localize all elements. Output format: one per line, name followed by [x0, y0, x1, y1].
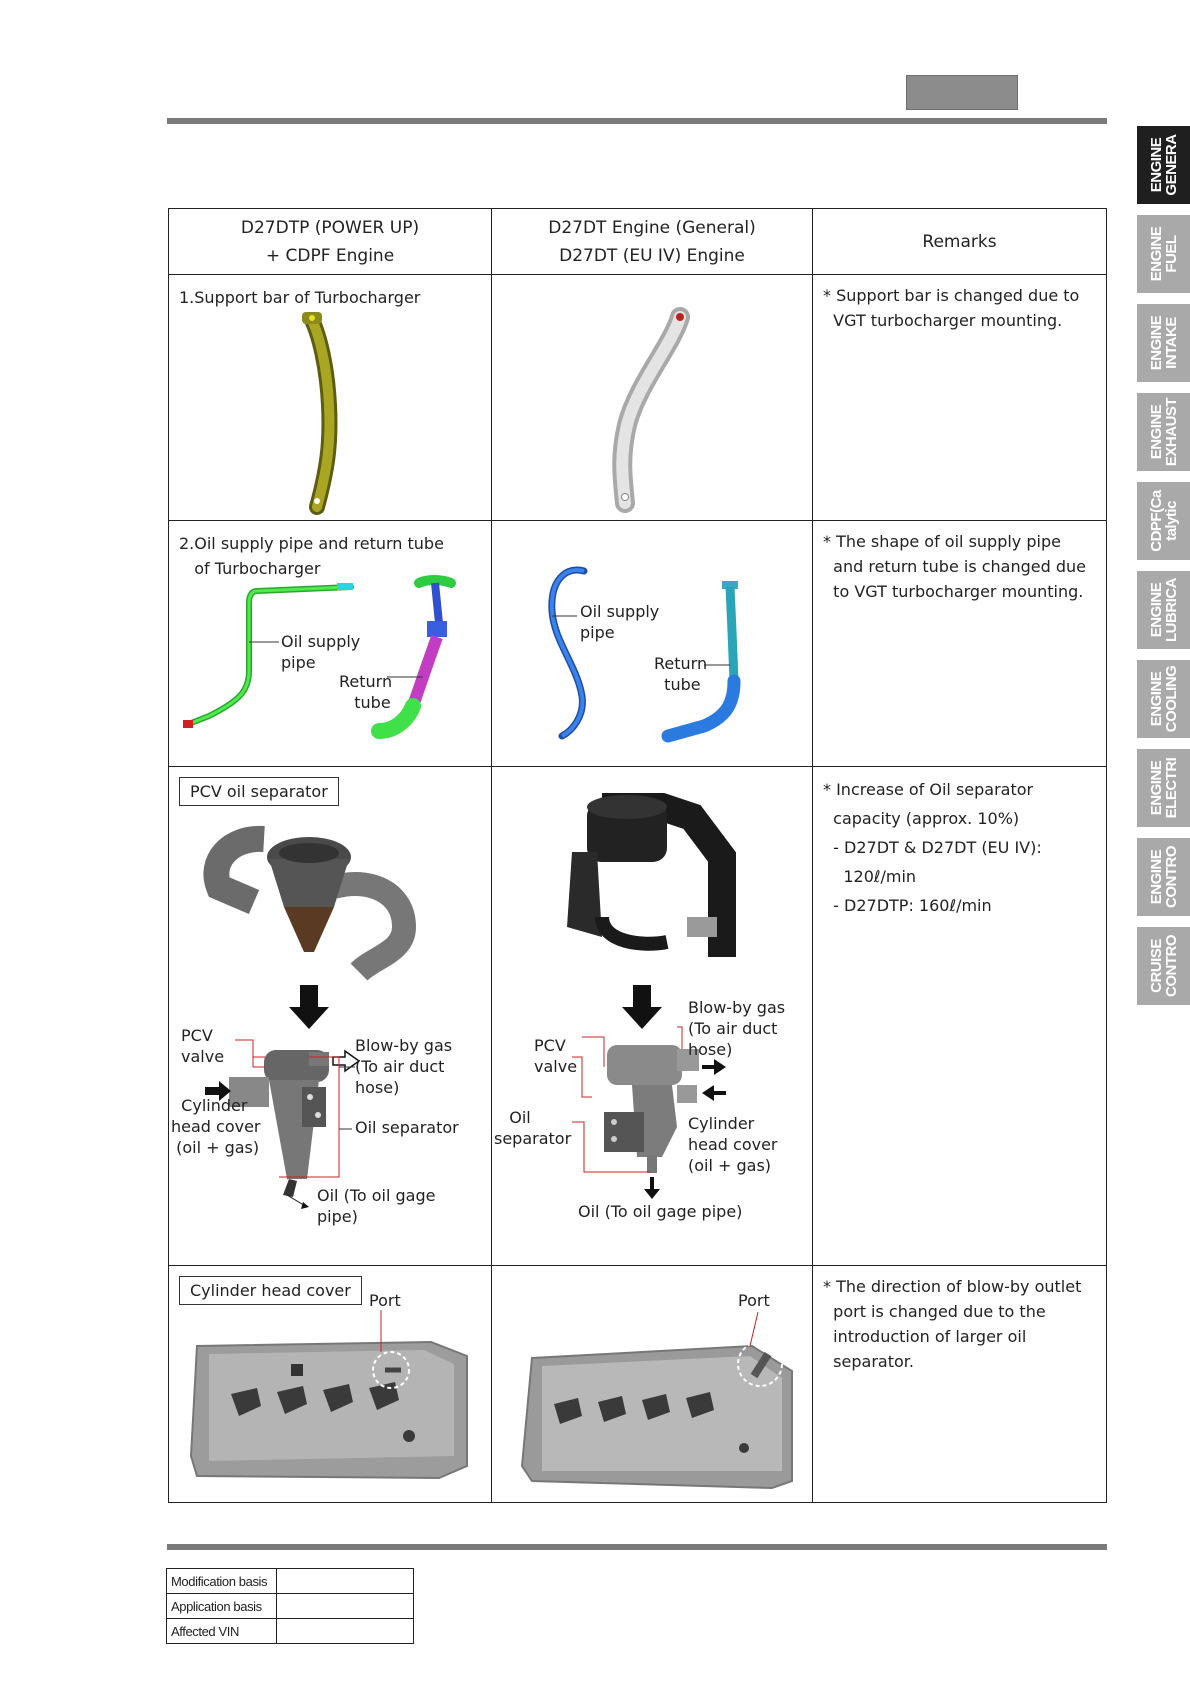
cylinder-head-label-old: Cylinder head cover (oil + gas) — [688, 1114, 778, 1175]
row1-remark: * Support bar is changed due to VGT turb… — [823, 286, 1080, 330]
side-tab-label: ENGINE LUBRICA — [1147, 578, 1180, 642]
row2-title: 2.Oil supply pipe and return tube of Tur… — [179, 534, 444, 578]
cylinder-head-cover-new-image — [189, 1310, 468, 1480]
row1-title: 1.Support bar of Turbocharger — [179, 288, 421, 307]
row2-remark: * The shape of oil supply pipe and retur… — [823, 532, 1086, 601]
side-tab-4[interactable]: CDPF(Ca talytic — [1137, 482, 1190, 560]
oil-supply-label-new: Oil supply pipe — [281, 632, 361, 672]
side-tab-8[interactable]: ENGINE CONTRO — [1137, 838, 1190, 916]
side-tab-label: CDPF(Ca talytic — [1147, 490, 1180, 552]
blow-by-label-new: Blow-by gas (To air duct hose) — [355, 1036, 453, 1097]
cylinder-head-label-new: Cylinder head cover (oil + gas) — [171, 1096, 261, 1157]
table-row: Application basis — [166, 1593, 414, 1619]
side-tab-9[interactable]: CRUISE CONTRO — [1137, 927, 1190, 1005]
return-tube-label-old: Return tube — [654, 654, 708, 694]
port-label-old: Port — [738, 1291, 770, 1310]
pcv-separator-new-image — [203, 825, 417, 1209]
oil-out-label-new: Oil (To oil gage pipe) — [317, 1186, 436, 1226]
side-tab-label: ENGINE CONTRO — [1147, 846, 1180, 908]
side-tab-label: CRUISE CONTRO — [1147, 935, 1180, 997]
modification-table: Modification basis Application basis Aff… — [166, 1568, 414, 1644]
pcv-valve-label-new: PCV valve — [181, 1026, 225, 1066]
row2-new-cell: 2.Oil supply pipe and return tube of Tur… — [168, 520, 492, 767]
side-tab-label: ENGINE ELECTRI — [1147, 757, 1180, 819]
side-tab-7[interactable]: ENGINE ELECTRI — [1137, 749, 1190, 827]
top-rule — [167, 118, 1107, 124]
pcv-oil-separator-label: PCV oil separator — [179, 777, 339, 806]
row3-remark: * Increase of Oil separator capacity (ap… — [823, 780, 1042, 915]
row1-old-cell — [491, 274, 813, 521]
pcv-separator-old-image — [567, 793, 736, 1199]
side-tab-6[interactable]: ENGINE COOLING — [1137, 660, 1190, 738]
header-col-d27dtp: D27DTP (POWER UP) + CDPF Engine — [168, 208, 492, 275]
header-tab-box — [906, 75, 1018, 110]
side-tab-3[interactable]: ENGINE EXHAUST — [1137, 393, 1190, 471]
port-label-new: Port — [369, 1291, 401, 1310]
bottom-rule — [167, 1544, 1107, 1550]
cylinder-head-cover-old-image — [520, 1311, 793, 1490]
oil-supply-label-old: Oil supply pipe — [580, 602, 660, 642]
row3-remark-cell: * Increase of Oil separator capacity (ap… — [812, 766, 1107, 1266]
return-tube-label-new: Return tube — [339, 672, 393, 712]
side-tab-label: ENGINE EXHAUST — [1147, 397, 1180, 467]
support-bar-new-image — [302, 312, 338, 515]
side-tab-label: ENGINE FUEL — [1147, 226, 1180, 282]
pcv-valve-label-old: PCV valve — [534, 1036, 578, 1076]
support-bar-old-image — [612, 307, 690, 513]
row2-old-cell: Oil supply pipe Return tube — [491, 520, 813, 767]
row4-new-cell: Cylinder head cover Port — [168, 1265, 492, 1503]
side-tab-label: ENGINE GENERA — [1147, 134, 1180, 196]
row4-remark-cell: * The direction of blow-by outlet port i… — [812, 1265, 1107, 1503]
row1-new-cell: 1.Support bar of Turbocharger — [168, 274, 492, 521]
side-tab-1[interactable]: ENGINE FUEL — [1137, 215, 1190, 293]
side-tab-0[interactable]: ENGINE GENERA — [1137, 126, 1190, 204]
table-row: Affected VIN — [166, 1618, 414, 1644]
oil-out-label-old: Oil (To oil gage pipe) — [578, 1202, 743, 1221]
cylinder-head-cover-label: Cylinder head cover — [179, 1276, 362, 1305]
blow-by-label-old: Blow-by gas (To air duct hose) — [688, 998, 786, 1059]
side-tab-5[interactable]: ENGINE LUBRICA — [1137, 571, 1190, 649]
oil-separator-label-old: Oil separator — [494, 1108, 572, 1148]
side-tab-label: ENGINE INTAKE — [1147, 315, 1180, 371]
table-row: Modification basis — [166, 1568, 414, 1594]
side-tab-label: ENGINE COOLING — [1147, 665, 1180, 733]
side-tab-2[interactable]: ENGINE INTAKE — [1137, 304, 1190, 382]
comparison-table: D27DTP (POWER UP) + CDPF Engine D27DT En… — [168, 208, 1107, 1503]
row3-old-cell: Blow-by gas (To air duct hose) PCV valve… — [491, 766, 813, 1266]
row4-old-cell: Port — [491, 1265, 813, 1503]
header-col-d27dt: D27DT Engine (General) D27DT (EU IV) Eng… — [491, 208, 813, 275]
row4-remark: * The direction of blow-by outlet port i… — [823, 1277, 1082, 1371]
oil-separator-label-new: Oil separator — [355, 1118, 459, 1137]
row3-new-cell: PCV oil separator — [168, 766, 492, 1266]
oil-pipes-old-image — [548, 566, 741, 743]
row1-remark-cell: * Support bar is changed due to VGT turb… — [812, 274, 1107, 521]
oil-pipes-new-image — [183, 575, 456, 739]
header-col-remarks: Remarks — [812, 208, 1107, 275]
row2-remark-cell: * The shape of oil supply pipe and retur… — [812, 520, 1107, 767]
